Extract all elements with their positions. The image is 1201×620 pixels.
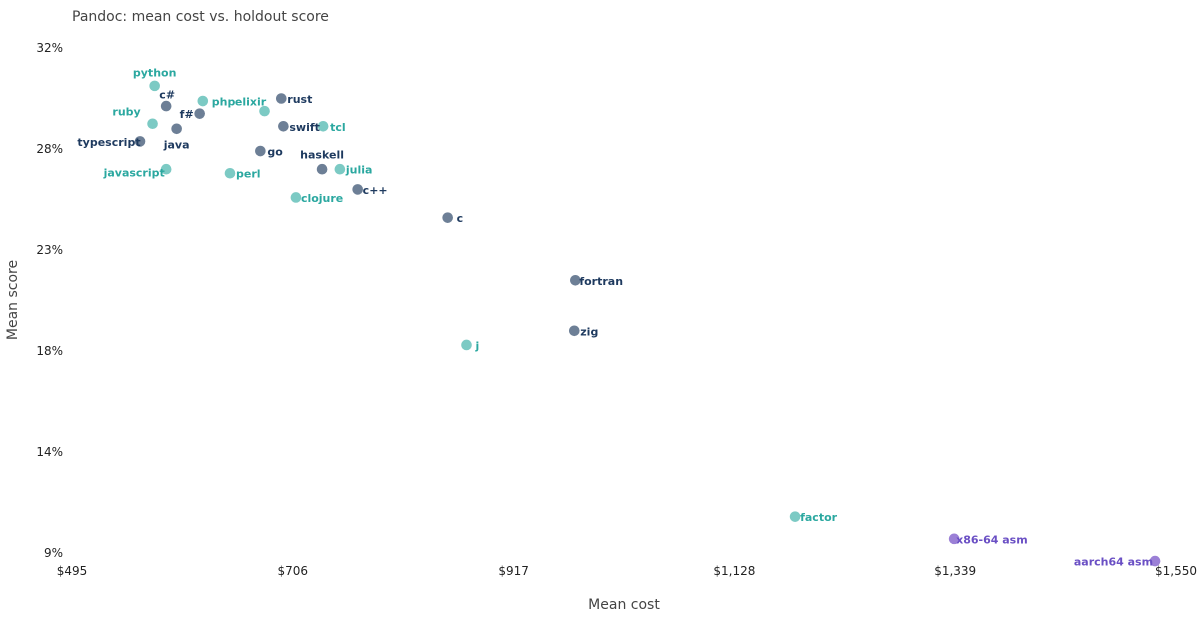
data-point — [197, 95, 209, 107]
data-point — [171, 123, 182, 135]
data-label: factor — [800, 511, 838, 524]
data-label: javascript — [103, 167, 165, 180]
data-label: zig — [580, 325, 598, 338]
data-point — [160, 100, 172, 112]
data-point — [789, 511, 801, 522]
data-point — [442, 212, 453, 223]
y-tick-label: 23% — [36, 243, 63, 257]
x-tick-label: $1,550 — [1155, 564, 1197, 578]
data-label: go — [267, 146, 283, 159]
data-label: swift — [289, 121, 320, 134]
data-label: fortran — [579, 275, 623, 288]
data-label: haskell — [300, 149, 344, 162]
data-label: x86-64 asm — [956, 533, 1028, 546]
data-label: f# — [180, 108, 194, 121]
data-point — [134, 136, 146, 147]
y-tick-label: 9% — [44, 546, 63, 560]
y-tick-label: 28% — [36, 142, 63, 156]
data-point — [275, 93, 287, 104]
data-label: clojure — [301, 192, 343, 205]
data-label: aarch64 asm — [1074, 556, 1153, 569]
y-tick-label: 14% — [36, 445, 63, 459]
data-point — [255, 145, 266, 157]
data-point — [278, 120, 289, 132]
data-point — [334, 163, 346, 175]
data-label: julia — [345, 164, 373, 177]
data-points — [134, 80, 1161, 567]
x-axis-title: Mean cost — [588, 597, 660, 613]
data-point — [352, 184, 363, 195]
x-axis-ticks: $495 $706 $917 $1,128 $1,339 $1,550 — [57, 564, 1197, 578]
data-point — [317, 120, 329, 132]
data-label: rust — [287, 93, 312, 106]
data-point — [461, 339, 472, 351]
data-label: c — [457, 212, 464, 225]
data-label: elixir — [235, 96, 267, 109]
y-tick-label: 32% — [36, 41, 63, 55]
data-point — [290, 192, 302, 203]
data-point — [194, 108, 205, 119]
data-point — [149, 80, 160, 92]
data-point — [147, 118, 158, 130]
data-label: ruby — [112, 105, 140, 118]
data-point — [570, 275, 581, 286]
data-label: typescript — [77, 136, 140, 149]
data-point — [160, 163, 172, 175]
data-label: tcl — [330, 121, 346, 134]
data-point — [1149, 555, 1161, 567]
x-tick-label: $1,128 — [713, 564, 755, 578]
data-point — [259, 105, 270, 117]
data-label: python — [133, 66, 177, 79]
data-label: j — [475, 339, 480, 352]
y-tick-label: 18% — [36, 344, 63, 358]
y-axis-ticks: 9% 14% 18% 23% 28% 32% — [36, 41, 63, 560]
x-tick-label: $917 — [498, 564, 529, 578]
y-axis-title: Mean score — [5, 260, 21, 340]
data-label: php — [212, 96, 236, 109]
x-tick-label: $706 — [278, 564, 309, 578]
data-point — [224, 167, 236, 179]
data-label: c++ — [363, 184, 388, 197]
x-tick-label: $495 — [57, 564, 88, 578]
x-tick-label: $1,339 — [934, 564, 976, 578]
data-label: c# — [159, 89, 175, 102]
data-point — [948, 533, 960, 545]
data-point — [316, 163, 328, 175]
chart-title: Pandoc: mean cost vs. holdout score — [72, 9, 329, 25]
data-label: java — [163, 138, 190, 151]
data-point — [568, 325, 580, 337]
data-label: perl — [236, 168, 261, 181]
